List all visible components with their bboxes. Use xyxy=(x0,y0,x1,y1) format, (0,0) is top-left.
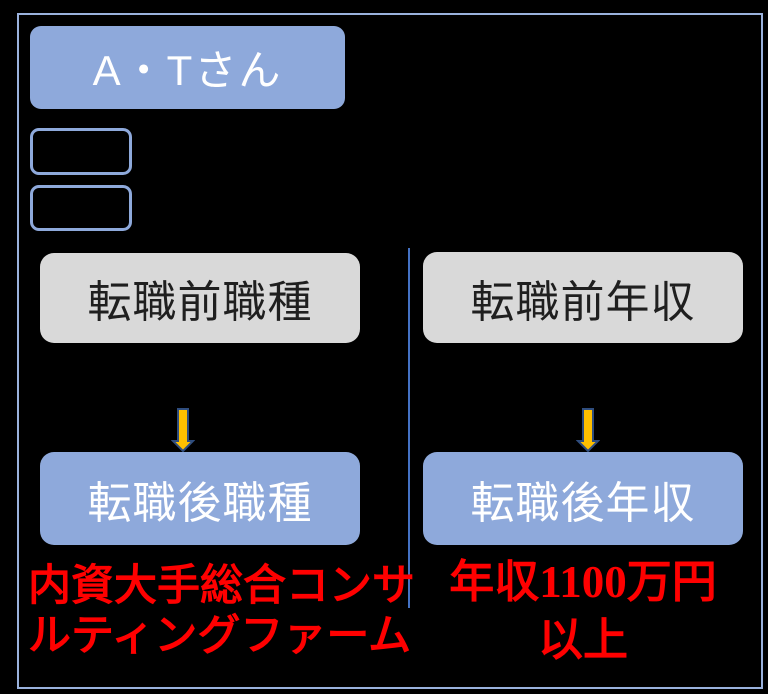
income-result-text: 年収1100万円 以上 xyxy=(411,553,755,669)
income-before-label: 転職前年収 xyxy=(470,277,696,327)
column-divider-line xyxy=(408,248,410,608)
job-before-box: 転職前職種 xyxy=(40,253,360,343)
income-before-box: 転職前年収 xyxy=(423,252,743,343)
income-result-line1: 年収1100万円 xyxy=(449,557,717,607)
down-arrow-shape xyxy=(576,408,600,452)
income-result-line2: 以上 xyxy=(537,615,628,665)
income-after-label: 転職後年収 xyxy=(470,478,696,528)
down-arrow-icon xyxy=(576,408,600,452)
down-arrow-shape xyxy=(171,408,195,452)
job-result-line2: ルティングファーム xyxy=(28,613,412,660)
job-before-label: 転職前職種 xyxy=(87,278,313,327)
income-after-box: 転職後年収 xyxy=(423,452,743,545)
job-result-text: 内資大手総合コンサ ルティングファーム xyxy=(28,562,420,662)
person-title-label: A・Tさん xyxy=(92,47,283,94)
job-result-line1: 内資大手総合コンサ xyxy=(28,563,415,610)
profile-placeholder-box-2 xyxy=(30,185,132,231)
job-after-label: 転職後職種 xyxy=(87,478,313,528)
outer-frame xyxy=(17,13,763,689)
down-arrow-icon xyxy=(171,408,195,452)
profile-placeholder-box-1 xyxy=(30,128,132,175)
job-after-box: 転職後職種 xyxy=(40,452,360,545)
person-title-box: A・Tさん xyxy=(30,26,345,109)
